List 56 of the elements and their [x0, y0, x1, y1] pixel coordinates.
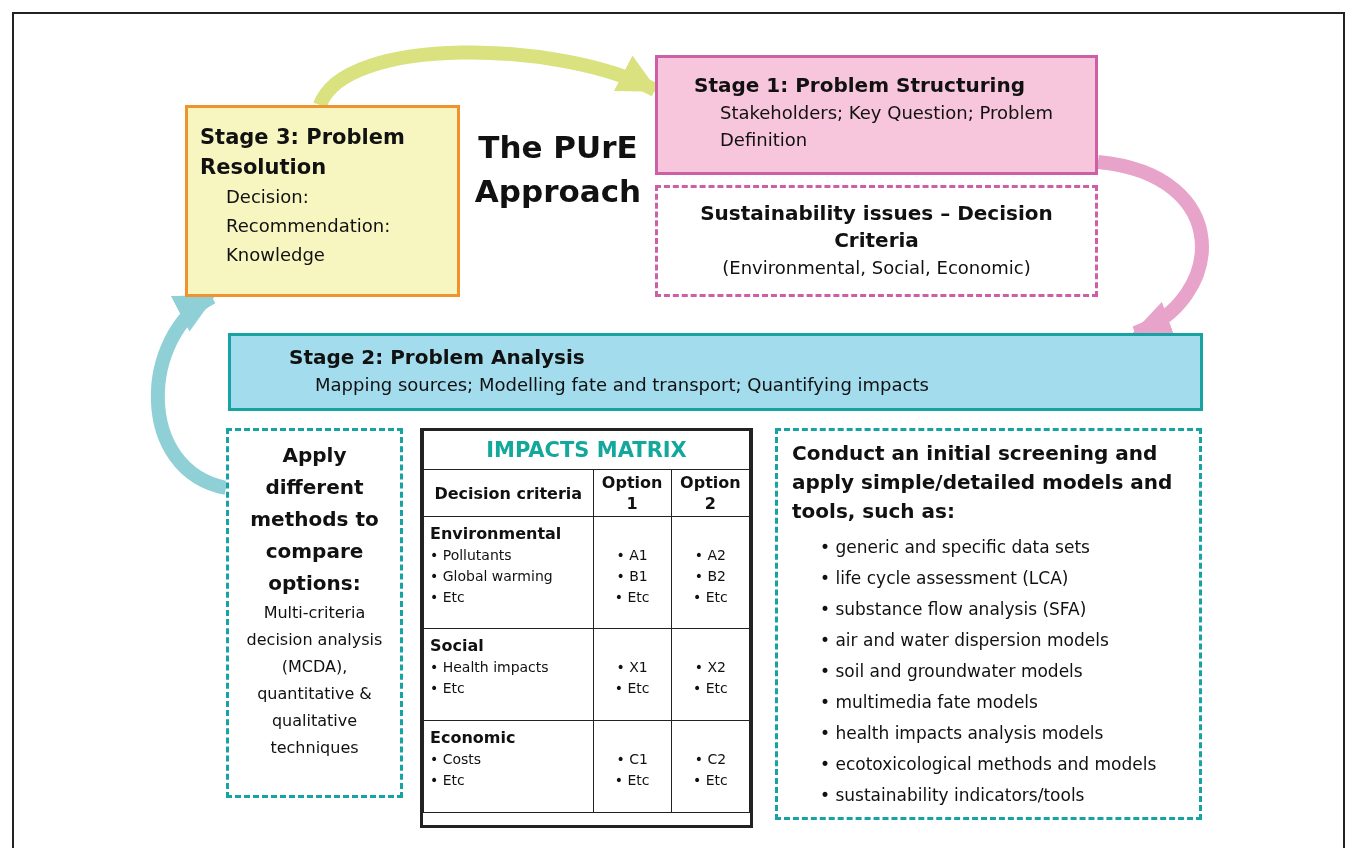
list-item: • generic and specific data sets [819, 536, 1091, 559]
list-item: • Etc [430, 679, 466, 698]
list-item: • Etc [693, 770, 728, 791]
diagram-title: The PUrE Approach [473, 128, 643, 211]
column-header: Option 2 [679, 472, 742, 514]
box-heading: Conduct an initial screening and apply simple/detailed models and tools, such as: [792, 440, 1174, 525]
list-item: • Etc [430, 771, 466, 790]
list-item: • air and water dispersion models [819, 629, 1110, 652]
stage-box [185, 105, 460, 297]
stage-description: Decision: Recommendation: Knowledge [225, 185, 392, 267]
matrix-table [420, 428, 753, 828]
list-item: • A1 [616, 545, 648, 566]
list-item: • C2 [694, 749, 727, 770]
criterion-heading: Environmental [430, 523, 563, 545]
list-item: • ecotoxicological methods and models [819, 753, 1158, 776]
list-item: • Etc [430, 588, 466, 607]
list-item: • X2 [694, 657, 726, 678]
list-item: • B2 [694, 566, 726, 587]
list-item: • X1 [616, 657, 648, 678]
list-item: • sustainability indicators/tools [819, 784, 1086, 807]
column-header: Decision criteria [434, 482, 583, 504]
criterion-heading: Economic [430, 727, 517, 749]
list-item: • substance flow analysis (SFA) [819, 598, 1088, 621]
tools-box [775, 428, 1202, 820]
stage-box [655, 55, 1098, 175]
stage-description: Mapping sources; Modelling fate and transport; Quantifying impacts [314, 373, 930, 397]
matrix-title: IMPACTS MATRIX [486, 438, 687, 462]
stage-heading: Stage 1: Problem Structuring [694, 72, 1026, 99]
list-item: • Etc [614, 587, 650, 608]
list-item: • Pollutants [430, 546, 513, 565]
list-item: • Health impacts [430, 658, 550, 677]
list-item: • life cycle assessment (LCA) [819, 567, 1070, 590]
list-item: • soil and groundwater models [819, 660, 1084, 683]
box-description: (Environmental, Social, Economic) [721, 256, 1032, 280]
list-item: • Costs [430, 750, 483, 769]
list-item: • Etc [614, 678, 650, 699]
list-item: • multimedia fate models [819, 691, 1039, 714]
box-description: Multi-criteria decision analysis (MCDA), quantitative & qualitative techniques [245, 602, 384, 759]
list-item: • health impacts analysis models [819, 722, 1105, 745]
criterion-heading: Social [430, 635, 485, 657]
column-header: Option 1 [600, 472, 664, 514]
box-heading: Apply different methods to compare options: [249, 442, 380, 597]
stage-heading: Stage 2: Problem Analysis [289, 344, 586, 371]
list-item: • Etc [693, 587, 728, 608]
criteria-box [655, 185, 1098, 297]
list-item: • A2 [694, 545, 726, 566]
stage-heading: Stage 3: Problem Resolution [200, 124, 406, 181]
list-item: • C1 [616, 749, 648, 770]
list-item: • Etc [693, 678, 728, 699]
list-item: • B1 [616, 566, 648, 587]
stage-box [228, 333, 1203, 411]
list-item: • Etc [614, 770, 650, 791]
methods-box [226, 428, 403, 798]
list-item: • Global warming [430, 567, 554, 586]
stage-description: Stakeholders; Key Question; Problem Definition [719, 101, 1055, 152]
box-heading: Sustainability issues – Decision Criteria [699, 200, 1054, 254]
